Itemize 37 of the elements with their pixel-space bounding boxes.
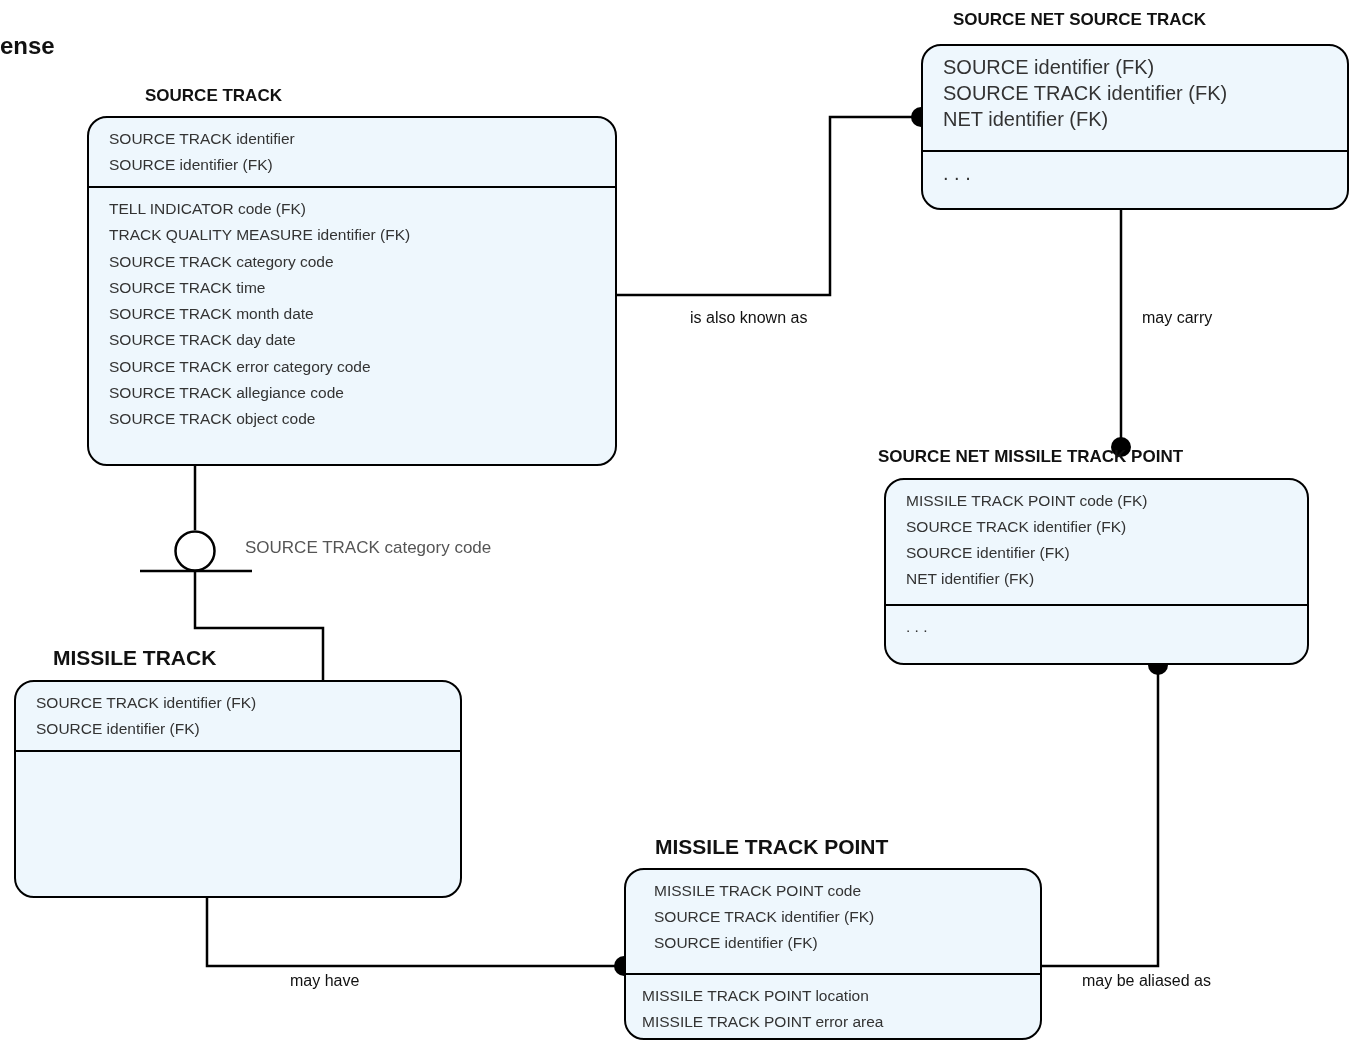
attribute: SOURCE TRACK month date bbox=[109, 304, 314, 325]
edge-label: may have bbox=[288, 972, 362, 990]
attribute: TRACK QUALITY MEASURE identifier (FK) bbox=[109, 225, 411, 246]
key-attribute: SOURCE TRACK identifier (FK) bbox=[943, 81, 1228, 106]
key-attribute: NET identifier (FK) bbox=[943, 107, 1109, 132]
entity-name: MISSILE TRACK bbox=[53, 645, 217, 671]
key-attribute: SOURCE identifier (FK) bbox=[943, 55, 1155, 80]
attribute: SOURCE TRACK error category code bbox=[109, 356, 371, 377]
key-attribute: MISSILE TRACK POINT code (FK) bbox=[906, 491, 1148, 511]
relationship-line bbox=[193, 466, 197, 530]
attribute: . . . bbox=[906, 617, 928, 637]
entity-name: SOURCE TRACK bbox=[145, 86, 282, 107]
key-attribute: NET identifier (FK) bbox=[906, 569, 1035, 589]
key-attribute: SOURCE TRACK identifier bbox=[109, 129, 295, 149]
entity-name: MISSILE TRACK POINT bbox=[655, 834, 889, 860]
key-attribute: SOURCE TRACK identifier (FK) bbox=[654, 907, 875, 927]
key-attribute: SOURCE identifier (FK) bbox=[906, 543, 1070, 563]
edge-label: may be aliased as bbox=[1080, 972, 1213, 990]
key-attribute: SOURCE TRACK identifier (FK) bbox=[36, 693, 257, 713]
attribute: . . . bbox=[943, 161, 971, 186]
attribute: SOURCE TRACK allegiance code bbox=[109, 383, 344, 404]
relationship-line bbox=[193, 572, 325, 680]
key-attribute: SOURCE identifier (FK) bbox=[654, 933, 818, 953]
attribute: SOURCE TRACK time bbox=[109, 277, 266, 298]
attribute: MISSILE TRACK POINT error area bbox=[642, 1012, 884, 1032]
attribute: MISSILE TRACK POINT location bbox=[642, 986, 869, 1006]
attribute: TELL INDICATOR code (FK) bbox=[109, 199, 306, 219]
key-attribute: SOURCE identifier (FK) bbox=[109, 155, 273, 176]
attribute: SOURCE TRACK object code bbox=[109, 409, 316, 430]
attribute: SOURCE TRACK category code bbox=[109, 251, 334, 272]
key-attribute: SOURCE TRACK identifier (FK) bbox=[906, 517, 1127, 537]
entity-name: SOURCE NET SOURCE TRACK bbox=[953, 10, 1207, 31]
key-attribute: SOURCE identifier (FK) bbox=[36, 719, 200, 739]
relationship-line bbox=[1111, 210, 1131, 457]
discriminator-label: SOURCE TRACK category code bbox=[243, 538, 494, 558]
key-attribute: MISSILE TRACK POINT code bbox=[654, 881, 862, 901]
attribute: SOURCE TRACK day date bbox=[109, 330, 296, 351]
